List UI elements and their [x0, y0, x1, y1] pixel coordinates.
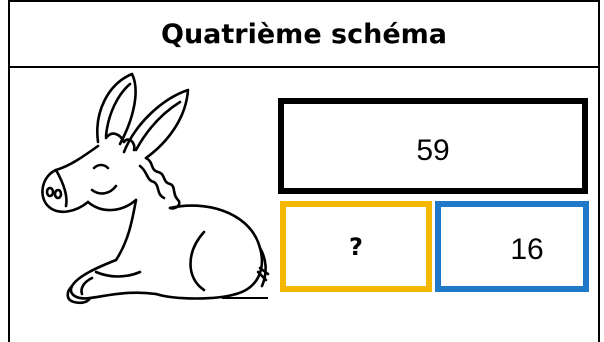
part-value: 16 — [510, 232, 544, 266]
unknown-value: ? — [349, 232, 363, 261]
unknown-part-box: ? — [280, 201, 432, 292]
total-box: 59 — [278, 98, 588, 194]
page-title: Quatrième schéma — [161, 18, 447, 50]
title-bar: Quatrième schéma — [8, 0, 600, 68]
known-part-box: 16 — [435, 201, 589, 292]
donkey-illustration — [41, 72, 270, 305]
total-value: 59 — [416, 134, 450, 167]
ground-line — [222, 297, 268, 299]
